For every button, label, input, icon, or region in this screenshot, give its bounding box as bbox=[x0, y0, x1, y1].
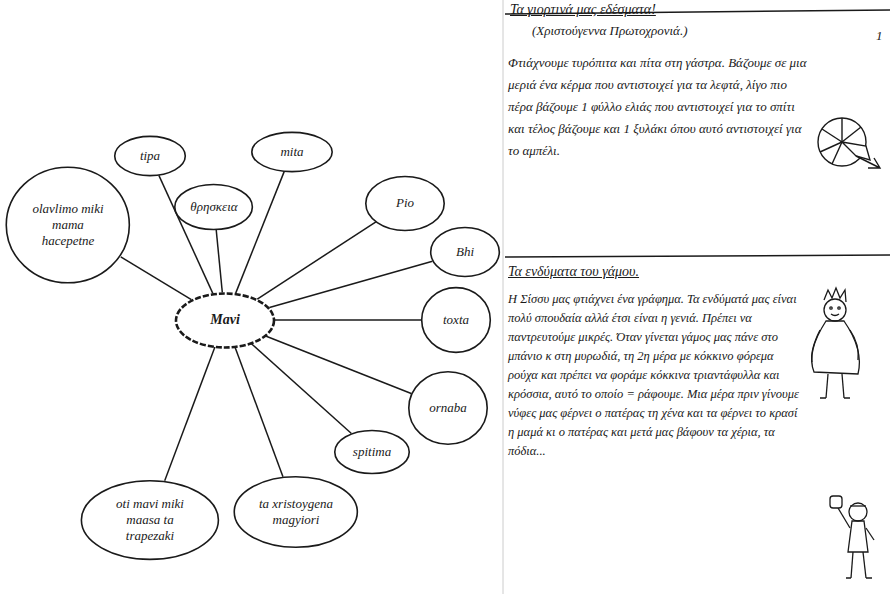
node-label: tipa bbox=[140, 148, 160, 164]
pie-chart-drawing bbox=[818, 118, 880, 168]
topic-node: tipa bbox=[114, 136, 186, 176]
topic-node: ta xristoygena magyiori bbox=[233, 476, 359, 548]
node-label: Bhi bbox=[456, 244, 474, 260]
branch-line bbox=[165, 347, 215, 481]
node-text-group: olavlimo miki mama hacepetne bbox=[28, 201, 108, 249]
section-heading: Τα γιορτινά μας εδέσματα! bbox=[510, 1, 810, 19]
topic-node: θρησκεια bbox=[174, 184, 253, 230]
node-label: ornaba bbox=[429, 400, 467, 416]
node-text-group: toxta bbox=[443, 312, 469, 328]
branch-line bbox=[121, 257, 192, 300]
branch-line bbox=[266, 336, 412, 393]
node-label: Mavi bbox=[210, 312, 240, 328]
handwritten-text: Φτιάχνουμε τυρόπιτα και πίτα στη γάστρα.… bbox=[508, 52, 808, 162]
node-text-group: tipa bbox=[140, 148, 160, 164]
topic-node: toxta bbox=[421, 287, 491, 353]
branch-line bbox=[257, 222, 376, 299]
node-text-group: Bhi bbox=[456, 244, 474, 260]
topic-node: Pio bbox=[365, 176, 445, 231]
node-text-group: oti mavi miki maasa ta trapezaki bbox=[105, 496, 195, 544]
node-text-group: mita bbox=[280, 144, 303, 160]
node-label: θρησκεια bbox=[190, 199, 237, 215]
node-label: oti mavi miki maasa ta trapezaki bbox=[105, 496, 195, 544]
page-divider bbox=[503, 0, 504, 594]
branch-line bbox=[251, 343, 351, 433]
central-topic: Mavi bbox=[175, 293, 275, 348]
page-number: 1 bbox=[876, 28, 888, 44]
handwritten-text: (Χριστούγεννα Πρωτοχρονιά.) bbox=[532, 22, 812, 39]
node-label: Pio bbox=[396, 195, 414, 211]
topic-node: olavlimo miki mama hacepetne bbox=[5, 166, 131, 284]
branch-line bbox=[236, 172, 284, 294]
topic-node: ornaba bbox=[408, 371, 488, 445]
node-label: toxta bbox=[443, 312, 469, 328]
branch-line bbox=[235, 347, 283, 477]
branch-line bbox=[216, 230, 222, 293]
girl-drawing bbox=[812, 288, 860, 398]
rule-line bbox=[505, 255, 890, 257]
node-text-group: θρησκεια bbox=[190, 199, 237, 215]
node-label: spitima bbox=[353, 444, 391, 460]
boy-drawing bbox=[830, 496, 874, 578]
node-text-group: spitima bbox=[353, 444, 391, 460]
topic-node: oti mavi miki maasa ta trapezaki bbox=[80, 480, 220, 560]
node-label: mita bbox=[280, 144, 303, 160]
node-text-group: Pio bbox=[396, 195, 414, 211]
node-label: olavlimo miki mama hacepetne bbox=[28, 201, 108, 249]
handwritten-text: Η Σίσσυ μας φτιάχνει ένα γράφημα. Τα ενδ… bbox=[508, 290, 806, 461]
topic-node: spitima bbox=[334, 430, 410, 474]
topic-node: Bhi bbox=[430, 227, 500, 277]
node-text-group: ornaba bbox=[429, 400, 467, 416]
node-text-group: Mavi bbox=[210, 312, 240, 328]
node-text-group: ta xristoygena magyiori bbox=[256, 496, 336, 528]
node-label: ta xristoygena magyiori bbox=[256, 496, 336, 528]
topic-node: mita bbox=[251, 132, 333, 172]
section-heading: Τα ενδύματα του γάμου. bbox=[508, 263, 808, 281]
branch-line bbox=[275, 319, 421, 321]
branch-line bbox=[269, 261, 432, 307]
